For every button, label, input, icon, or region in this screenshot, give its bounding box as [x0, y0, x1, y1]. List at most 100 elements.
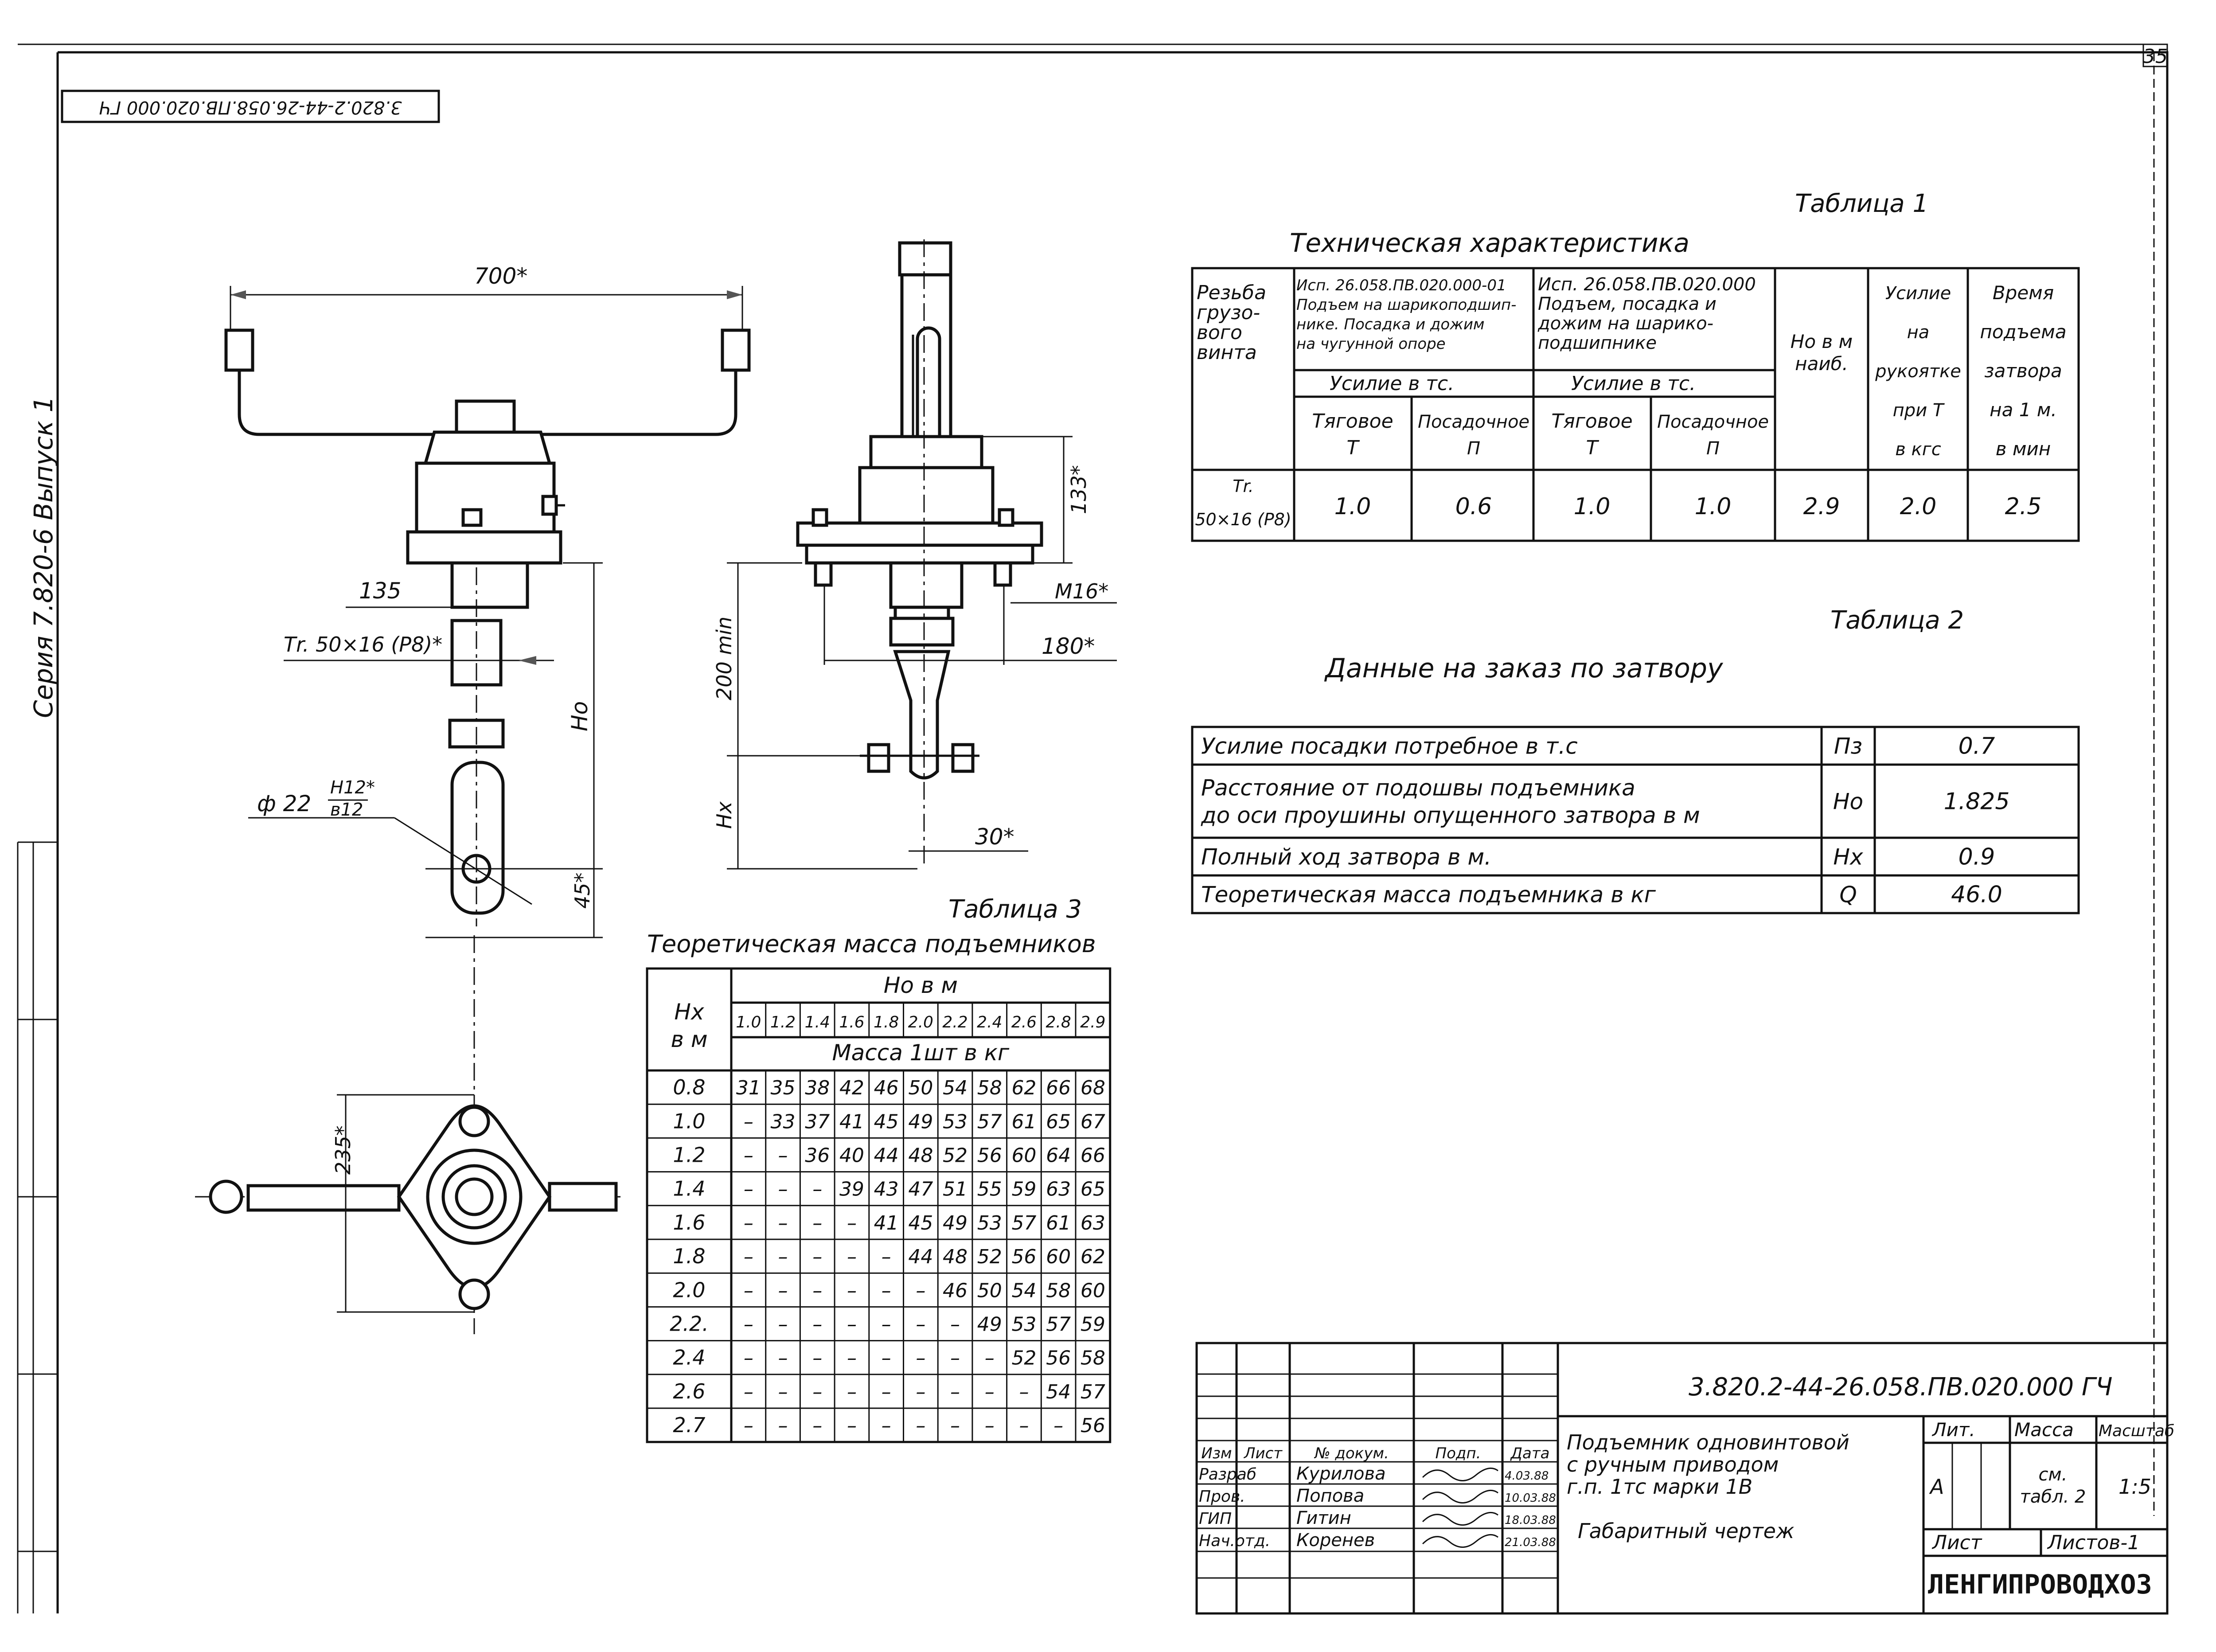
t3-mass-cell: 59 [1011, 1178, 1036, 1201]
t3-mass-cell: 63 [1046, 1178, 1071, 1201]
tb-head-cell: № докум. [1314, 1445, 1389, 1462]
t3-mass-cell: 54 [943, 1077, 968, 1099]
t3-ho-value: 2.9 [1080, 1013, 1105, 1031]
t3-mass-cell: 48 [943, 1246, 968, 1268]
t3-mass-cell: – [950, 1313, 960, 1336]
t3-mass-cell: 56 [1046, 1347, 1071, 1370]
t3-mass-cell: – [882, 1381, 891, 1403]
hx-label-side: Hx [712, 801, 736, 829]
table3-title: Теоретическая масса подъемников [647, 930, 1096, 958]
t3-hx-value: 2.6 [673, 1379, 705, 1403]
t3-mass-cell: 64 [1046, 1144, 1071, 1167]
t3-mass-cell: – [778, 1414, 788, 1437]
t3-mass-cell: – [916, 1414, 925, 1437]
t3-mass-cell: 53 [977, 1212, 1002, 1234]
t3-ho-value: 1.6 [839, 1013, 864, 1031]
table3: Таблица 3 Теоретическая масса подъемнико… [646, 895, 1112, 1443]
t1-value-cell: 2.5 [2005, 493, 2042, 520]
t3-hx-header: Hx [674, 999, 704, 1025]
t1-landing-line: Посадочное [1418, 412, 1529, 432]
t3-mass-cell: 54 [1011, 1279, 1036, 1302]
t3-mass-cell: 45 [874, 1110, 899, 1133]
tb-name-line: Габаритный чертеж [1578, 1519, 1795, 1543]
t3-ho-value: 2.6 [1011, 1013, 1037, 1031]
tb-role: Нач.отд. [1199, 1532, 1270, 1550]
t3-mass-cell: 57 [977, 1110, 1002, 1133]
t3-mass-cell: – [1053, 1414, 1063, 1437]
table3-caption: Таблица 3 [948, 895, 1082, 924]
t3-mass-cell: 66 [1081, 1144, 1105, 1167]
table2-caption: Таблица 2 [1830, 606, 1964, 635]
t1-time-header-line: затвора [1984, 360, 2062, 382]
t1-value-cell: 2.9 [1803, 493, 1840, 520]
t3-mass-cell: 67 [1081, 1110, 1105, 1133]
t3-mass-cell: – [916, 1381, 925, 1403]
t1-row-thread-line: 50×16 (Р8) [1195, 510, 1291, 529]
t1-var2-header-line: подшипнике [1538, 333, 1657, 353]
t1-var1-header-line: Подъем на шарикоподшип- [1296, 296, 1516, 314]
t3-mass-cell: – [847, 1347, 857, 1370]
t3-mass-cell: 44 [908, 1246, 933, 1268]
table2-title: Данные на заказ по затвору [1324, 653, 1724, 684]
t2-value: 0.7 [1959, 733, 1995, 760]
title-block: 3.820.2-44-26.058.ПВ.020.000 ГЧ Подъемни… [1195, 1342, 2174, 1615]
t3-mass-cell: – [778, 1279, 788, 1302]
t3-mass-cell: 52 [977, 1246, 1002, 1268]
tb-mass-header: Масса [2014, 1419, 2074, 1441]
tb-role: Пров. [1199, 1488, 1245, 1506]
fit-top: H12* [330, 777, 375, 798]
t3-mass-cell: – [985, 1414, 995, 1437]
t3-hx-value: 1.2 [673, 1143, 705, 1167]
t1-value-cell: 0.6 [1455, 493, 1492, 520]
t3-mass-cell: – [812, 1178, 822, 1201]
dim-30: 30* [975, 824, 1014, 850]
t3-mass-cell: 48 [908, 1144, 933, 1167]
tb-head-cell: Подп. [1436, 1445, 1481, 1462]
t1-value-cell: 1.0 [1695, 493, 1732, 520]
t3-mass-cell: 39 [839, 1178, 864, 1201]
t3-hx-value: 1.4 [673, 1177, 705, 1201]
phi-label: ф 22 [257, 791, 311, 816]
t3-mass-cell: 51 [943, 1178, 968, 1201]
t3-mass-cell: – [812, 1347, 822, 1370]
t3-ho-value: 2.4 [977, 1013, 1002, 1031]
t1-force-tc-2: Усилие в тс. [1571, 372, 1696, 395]
t3-mass-cell: 57 [1011, 1212, 1036, 1234]
t3-mass-cell: 47 [908, 1178, 933, 1201]
t3-mass-cell: 62 [1081, 1246, 1105, 1268]
tb-org: ЛЕНГИПРОВОДХОЗ [1928, 1569, 2152, 1600]
t3-mass-cell: – [847, 1381, 857, 1403]
t3-mass-cell: 56 [977, 1144, 1002, 1167]
t1-var2-header-line: Подъем, посадка и [1538, 294, 1717, 314]
tb-name-line: г.п. 1тс марки 1В [1567, 1475, 1752, 1499]
tb-person-name: Коренев [1296, 1530, 1375, 1550]
t1-landing-line: П [1706, 438, 1720, 459]
t1-thread-header-line: винта [1197, 341, 1257, 364]
tb-person-name: Курилова [1296, 1464, 1386, 1484]
t3-mass-cell: 60 [1046, 1246, 1071, 1268]
t3-hx-value: 2.2. [670, 1312, 709, 1336]
t3-mass-cell: – [744, 1178, 753, 1201]
tb-scale: 1:5 [2118, 1475, 2151, 1499]
t3-hx-value: 1.0 [673, 1109, 705, 1133]
t3-hx-value: 2.4 [673, 1346, 705, 1370]
t3-mass-cell: 57 [1081, 1381, 1105, 1403]
t1-landing-line: Посадочное [1657, 412, 1769, 432]
t3-mass-cell: – [744, 1110, 753, 1133]
t3-mass-cell: 66 [1046, 1077, 1071, 1099]
t1-ho-header-line: Ho в м [1791, 331, 1853, 352]
t3-mass-cell: – [812, 1414, 822, 1437]
t3-mass-cell: – [1019, 1414, 1029, 1437]
t3-mass-cell: – [778, 1144, 788, 1167]
tb-mass-line: см. [2039, 1465, 2068, 1485]
t3-mass-cell: – [882, 1246, 891, 1268]
tb-person-name: Гитин [1296, 1508, 1351, 1528]
t3-mass-cell: 35 [771, 1077, 796, 1099]
